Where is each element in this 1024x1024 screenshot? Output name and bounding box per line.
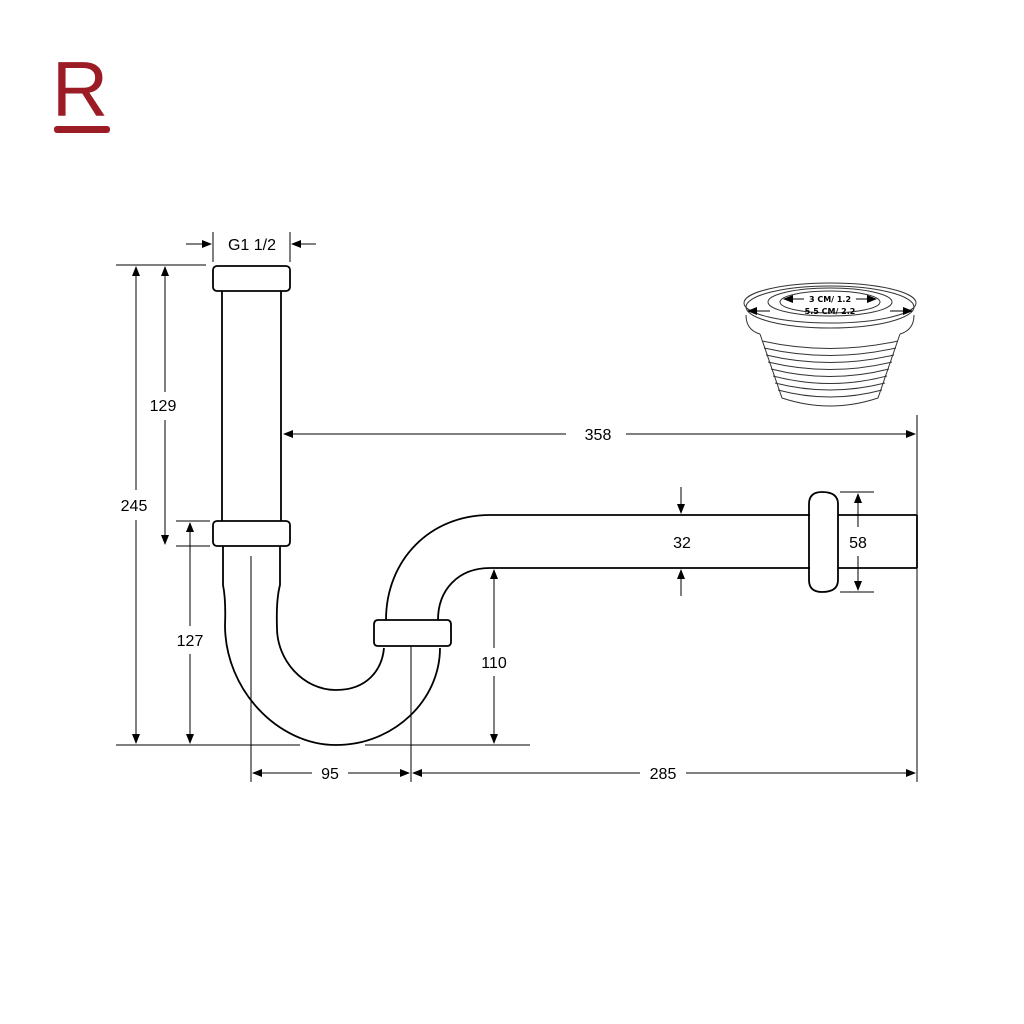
- dim-upper-height-label: 129: [150, 398, 177, 415]
- dim-thread-label: G1 1/2: [228, 237, 276, 254]
- wall-flange: [808, 491, 839, 593]
- dim-trap-width-label: 95: [321, 766, 339, 783]
- dim-outlet-height-label: 110: [481, 655, 507, 672]
- dim-flange-diameter-label: 58: [849, 535, 867, 552]
- siphon-pipe: [212, 265, 918, 746]
- u-bend: [222, 546, 441, 746]
- brand-logo-underline: [54, 126, 110, 133]
- dim-horizontal-length-label: 358: [585, 427, 612, 444]
- strainer-detail: 3 CM/ 1.2 5.5 CM/ 2.2: [743, 282, 917, 407]
- dimension-lines: [132, 240, 916, 777]
- dim-total-height-label: 245: [121, 498, 148, 515]
- brand-logo-letter: R: [52, 50, 108, 133]
- middle-nut: [212, 520, 291, 547]
- brand-logo: R: [52, 50, 110, 133]
- dim-outlet-length-label: 285: [650, 766, 677, 783]
- top-nut: [212, 265, 291, 292]
- outlet-elbow: [385, 514, 810, 621]
- strainer-outer-label: 5.5 CM/ 2.2: [805, 307, 856, 316]
- dim-pipe-diameter-label: 32: [673, 535, 691, 552]
- dim-lower-height-label: 127: [177, 633, 204, 650]
- extension-lines: [116, 232, 918, 782]
- bend-nut: [373, 619, 452, 647]
- strainer-inner-label: 3 CM/ 1.2: [809, 295, 851, 304]
